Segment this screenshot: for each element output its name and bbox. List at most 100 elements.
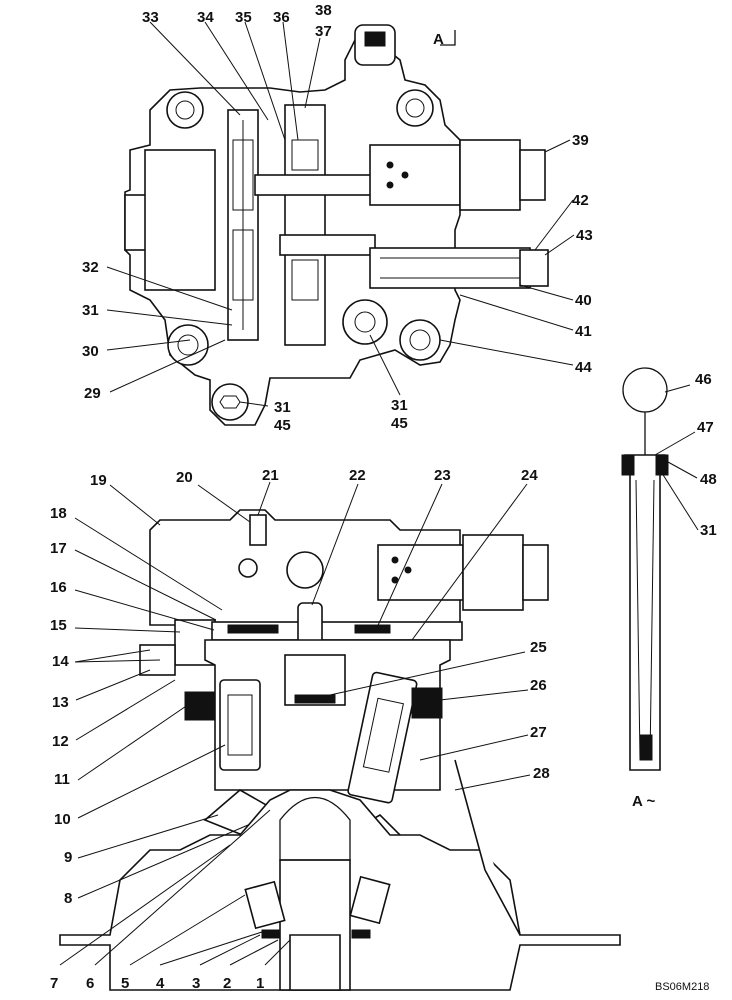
callout-31-plug-center: 31 [391, 397, 408, 414]
top-callouts: 33 34 35 36 38 37 39 42 43 40 41 44 32 3… [82, 2, 593, 434]
callout-26: 26 [530, 677, 547, 694]
housing-right-edge [454, 759, 521, 936]
shaft-end [289, 934, 341, 991]
callout-4: 4 [156, 975, 165, 992]
callout-10: 10 [54, 811, 71, 828]
callout-47: 47 [697, 419, 714, 436]
callout-46: 46 [695, 371, 712, 388]
relief-valve-section-hex [462, 534, 524, 611]
callout-15: 15 [50, 617, 67, 634]
callout-37: 37 [315, 23, 332, 40]
section-arrow [440, 30, 456, 46]
callout-28: 28 [533, 765, 550, 782]
callout-8: 8 [64, 890, 72, 907]
spool-middle [284, 104, 326, 346]
top-valve-view: A [124, 24, 549, 426]
collar-right [655, 454, 669, 476]
callout-24: 24 [521, 467, 538, 484]
passage-lower [279, 234, 376, 256]
callout-40: 40 [575, 292, 592, 309]
bottom-section-view [59, 509, 621, 991]
ring-46 [622, 367, 668, 413]
callout-48: 48 [700, 471, 717, 488]
callout-20: 20 [176, 469, 193, 486]
oil-seal-right [351, 929, 371, 939]
callout-22: 22 [349, 467, 366, 484]
callout-21: 21 [262, 467, 279, 484]
top-leaders [106, 21, 575, 407]
left-housing [144, 149, 216, 291]
callout-5: 5 [121, 975, 129, 992]
callout-36: 36 [273, 9, 290, 26]
bolt-bottom-left [167, 324, 209, 366]
callout-45-plug-bottom: 45 [274, 417, 291, 434]
callout-33: 33 [142, 9, 159, 26]
relief-valve-hex [459, 139, 521, 211]
relief-valve-upper [369, 144, 461, 206]
bottom-callouts: 19 20 21 22 23 24 18 17 16 15 14 13 12 1… [50, 467, 550, 992]
callout-7: 7 [50, 975, 58, 992]
cover-pin [249, 514, 267, 546]
pin-body [624, 454, 666, 771]
passage-upper [254, 174, 376, 196]
callout-34: 34 [197, 9, 214, 26]
piston-left [219, 679, 261, 771]
friction-plates-left [184, 691, 216, 721]
callout-30: 30 [82, 343, 99, 360]
pin-tip [639, 734, 653, 761]
callout-31-plug-bottom: 31 [274, 399, 291, 416]
figure-code: BS06M218 [655, 981, 709, 993]
relief-valve-cap [519, 149, 546, 201]
view-marker-detail: A ~ [632, 793, 655, 810]
bolt-top-right [396, 89, 434, 127]
callout-42: 42 [572, 192, 589, 209]
relief-valve-lower [369, 247, 531, 289]
callout-17: 17 [50, 540, 67, 557]
callout-31-detail: 31 [700, 522, 717, 539]
callout-3: 3 [192, 975, 200, 992]
callout-16: 16 [50, 579, 67, 596]
callout-45-plug-center: 45 [391, 415, 408, 432]
callout-2: 2 [223, 975, 231, 992]
callout-44: 44 [575, 359, 592, 376]
callout-23: 23 [434, 467, 451, 484]
bearing-left [244, 880, 286, 930]
callout-19: 19 [90, 472, 107, 489]
relief-valve-section [377, 544, 464, 601]
callout-9: 9 [64, 849, 72, 866]
view-marker-a: A [433, 31, 444, 48]
bottom-leaders [59, 481, 531, 966]
bolt-top-left [166, 91, 204, 129]
top-plug-slot [364, 31, 386, 47]
detail-view-a: 46 47 48 31 A ~ [621, 367, 717, 810]
callout-43: 43 [576, 227, 593, 244]
friction-plates-right [411, 687, 443, 719]
callout-25: 25 [530, 639, 547, 656]
callout-39: 39 [572, 132, 589, 149]
callout-27: 27 [530, 724, 547, 741]
callout-18: 18 [50, 505, 67, 522]
callout-41: 41 [575, 323, 592, 340]
callout-12: 12 [52, 733, 69, 750]
shaft-collar [279, 796, 351, 861]
callout-13: 13 [52, 694, 69, 711]
bearing-right [349, 875, 391, 925]
callout-11: 11 [54, 771, 70, 788]
callout-32: 32 [82, 259, 99, 276]
plug-bottom [211, 383, 249, 421]
relief-valve-lower-cap [519, 249, 549, 287]
plug-center [342, 299, 388, 345]
callout-35: 35 [235, 9, 252, 26]
bolt-bottom-right [399, 319, 441, 361]
callout-1: 1 [256, 975, 264, 992]
callout-6: 6 [86, 975, 94, 992]
callout-31-top: 31 [82, 302, 99, 319]
cover-plug [286, 551, 324, 589]
piston-right [347, 671, 418, 804]
callout-14: 14 [52, 653, 69, 670]
callout-38: 38 [315, 2, 332, 19]
collar-left [621, 454, 635, 476]
callout-29: 29 [84, 385, 101, 402]
